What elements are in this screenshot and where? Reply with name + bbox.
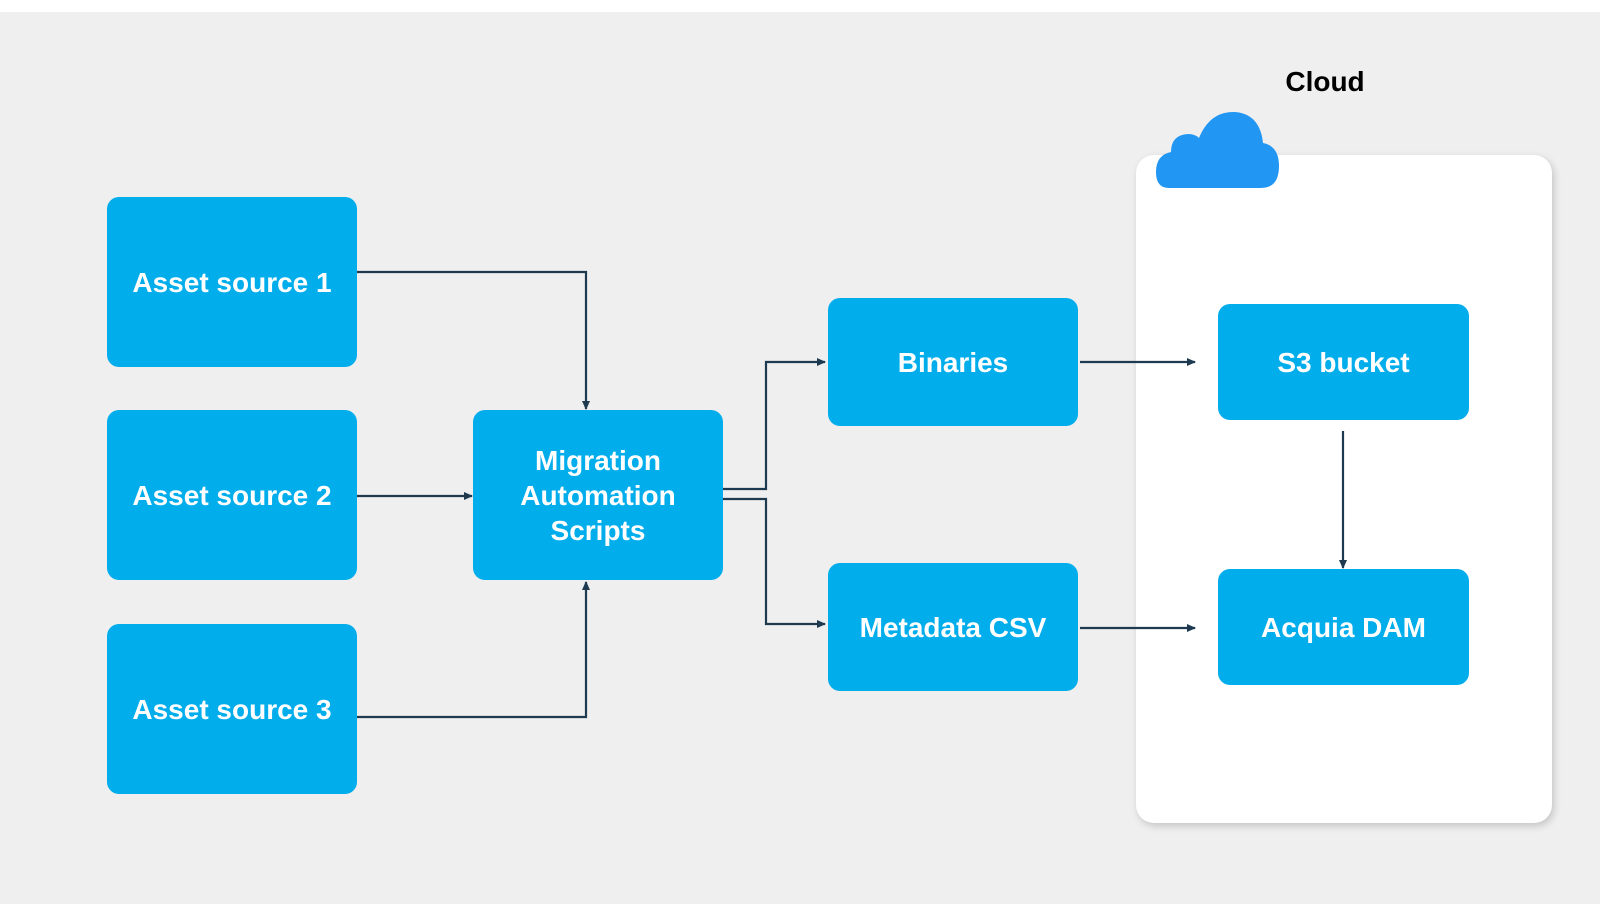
node-label: Asset source 1 [132,266,332,298]
cloud-panel [1136,155,1552,823]
node-asset-source-1: Asset source 1 [107,197,357,367]
node-asset-source-3: Asset source 3 [107,624,357,794]
node-label: Asset source 2 [132,479,332,511]
node-binaries: Binaries [828,298,1078,426]
node-label: Binaries [897,346,1009,378]
cloud-title: Cloud [1285,66,1365,97]
node-label: Metadata CSV [859,611,1047,643]
node-metadata-csv: Metadata CSV [828,563,1078,691]
node-asset-source-2: Asset source 2 [107,410,357,580]
node-label: Migration Automation Scripts [520,444,676,546]
cloud-icon-shape [1156,111,1279,188]
node-label: Asset source 3 [132,693,332,725]
node-label: Acquia DAM [1261,611,1426,643]
node-s3-bucket: S3 bucket [1218,304,1469,420]
node-label: S3 bucket [1277,346,1410,378]
node-acquia-dam: Acquia DAM [1218,569,1469,685]
node-migration-scripts: Migration Automation Scripts [473,410,723,580]
cloud-icon [1156,111,1279,188]
